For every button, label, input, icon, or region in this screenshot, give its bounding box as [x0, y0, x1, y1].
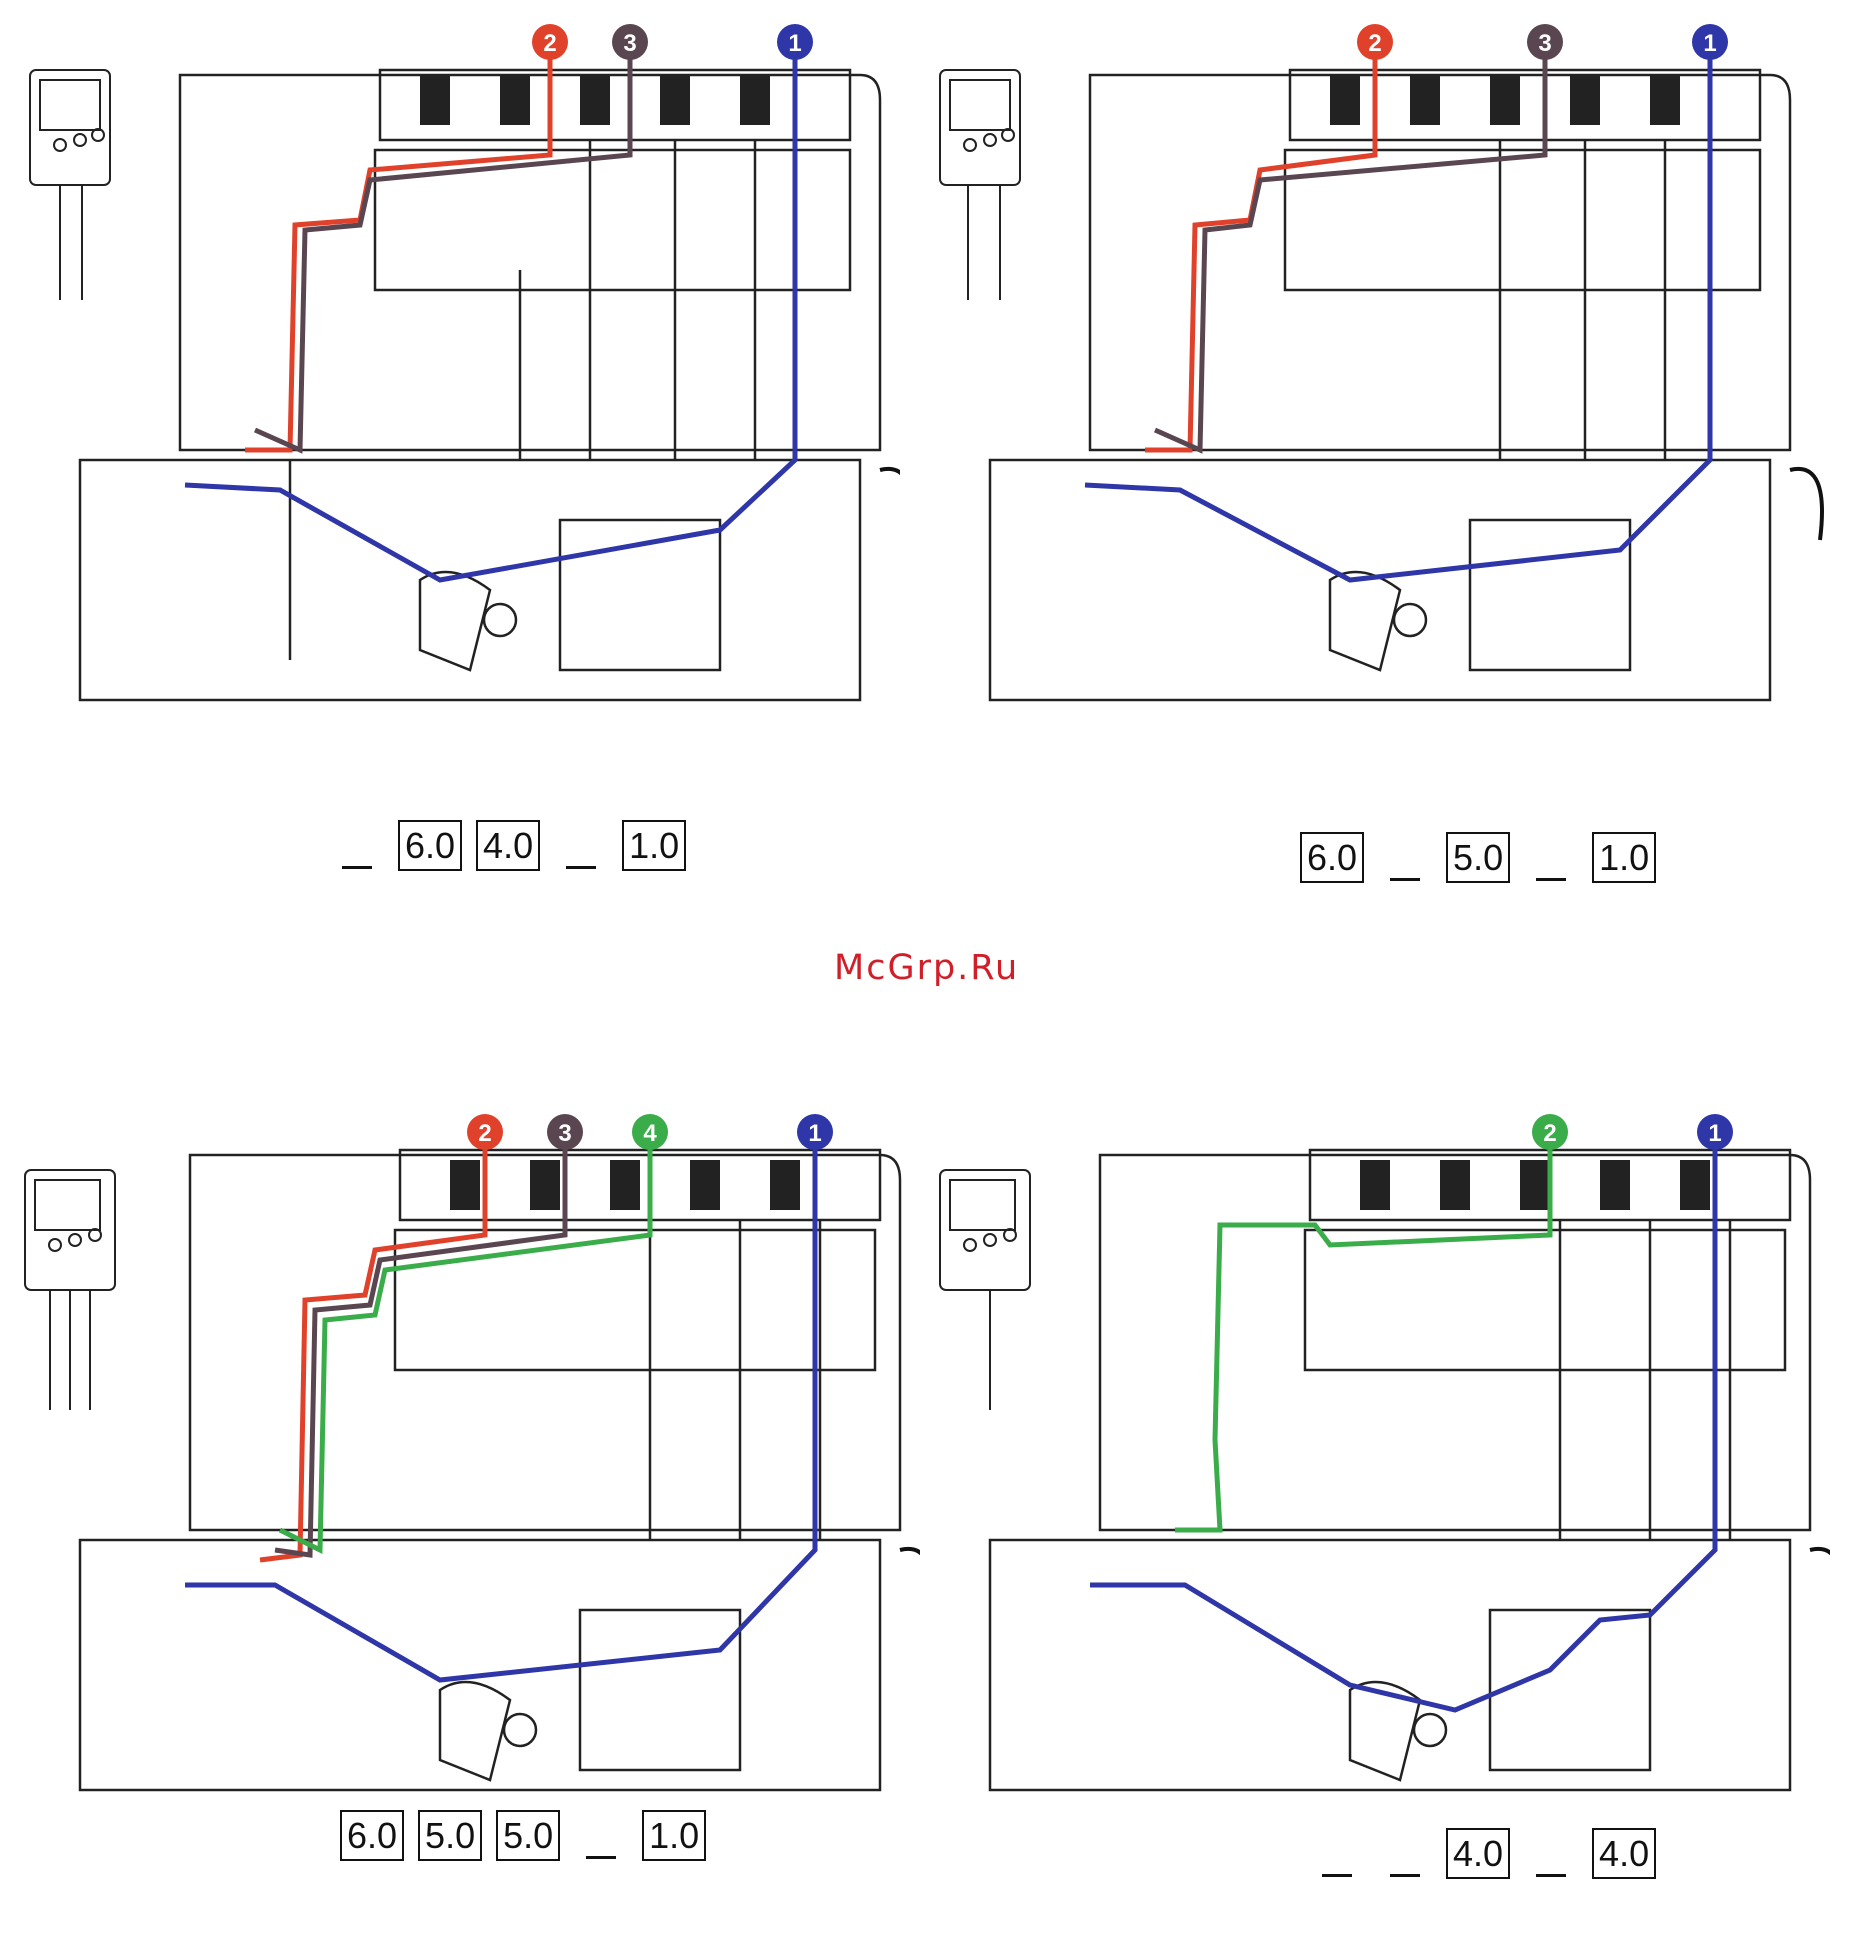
- spool-blocks: [1360, 1160, 1710, 1210]
- tension-value: 5.0: [496, 1810, 560, 1861]
- tension-value: 6.0: [340, 1810, 404, 1861]
- tension-value: 4.0: [1446, 1828, 1510, 1879]
- diagram-panel-4: 2 1 4.0 4.0: [930, 1110, 1850, 1870]
- handwheel-arrow: [880, 469, 900, 540]
- tension-value: [1322, 1873, 1352, 1877]
- tension-settings-4: 4.0 4.0: [1310, 1828, 1656, 1879]
- svg-text:4: 4: [643, 1120, 657, 1147]
- svg-text:3: 3: [623, 30, 636, 57]
- handwheel-arrow: [1810, 1549, 1830, 1620]
- tension-value: [1536, 877, 1566, 881]
- tension-value: 4.0: [476, 820, 540, 871]
- spool-blocks: [450, 1160, 800, 1210]
- svg-text:2: 2: [478, 1120, 491, 1147]
- tension-value: 6.0: [1300, 832, 1364, 883]
- tension-value: [1536, 1873, 1566, 1877]
- thread-blue: [185, 50, 795, 580]
- tension-settings-1: 6.0 4.0 1.0: [330, 820, 686, 871]
- tension-value: 5.0: [1446, 832, 1510, 883]
- thread-blue: [1090, 1140, 1715, 1710]
- tension-value: 1.0: [1592, 832, 1656, 883]
- tension-value: [586, 1855, 616, 1859]
- tension-value: [1390, 1873, 1420, 1877]
- spool-marker-blue: 1: [1697, 1114, 1733, 1150]
- spool-marker-red: 2: [532, 24, 568, 60]
- tension-value: 1.0: [622, 820, 686, 871]
- spool-marker-blue: 1: [797, 1114, 833, 1150]
- tension-value: 5.0: [418, 1810, 482, 1861]
- spool-marker-green: 2: [1532, 1114, 1568, 1150]
- spool-marker-blue: 1: [777, 24, 813, 60]
- tension-value: [1390, 877, 1420, 881]
- needle-plate-inset: [940, 1170, 1030, 1410]
- machine-diagram-4: 2 1: [930, 1110, 1830, 1810]
- machine-body: [990, 1150, 1810, 1790]
- spool-marker-blue: 1: [1692, 24, 1728, 60]
- tension-value: 1.0: [642, 1810, 706, 1861]
- diagram-panel-3: 2 3 4 1 6.0 5.0 5.0 1.0: [20, 1110, 940, 1870]
- tension-value: 4.0: [1592, 1828, 1656, 1879]
- diagram-panel-1: 2 3 1 6.0 4.0 1.0: [20, 20, 940, 780]
- thread-blue: [1085, 50, 1710, 580]
- spool-marker-red: 2: [1357, 24, 1393, 60]
- needle-plate-inset: [940, 70, 1020, 300]
- svg-text:2: 2: [1543, 1120, 1556, 1147]
- handwheel-arrow: [1790, 469, 1822, 540]
- machine-diagram-3: 2 3 4 1: [20, 1110, 920, 1810]
- spool-marker-dark: 3: [1527, 24, 1563, 60]
- svg-text:2: 2: [1368, 30, 1381, 57]
- tension-value: 6.0: [398, 820, 462, 871]
- spool-marker-green: 4: [632, 1114, 668, 1150]
- tension-value: [342, 865, 372, 869]
- machine-diagram-1: 2 3 1: [20, 20, 900, 720]
- handwheel-arrow: [900, 1549, 920, 1620]
- spool-marker-dark: 3: [612, 24, 648, 60]
- tension-settings-2: 6.0 5.0 1.0: [1300, 832, 1656, 883]
- thread-dark: [275, 1140, 565, 1555]
- svg-text:3: 3: [558, 1120, 571, 1147]
- needle-plate-inset: [30, 70, 110, 300]
- watermark: McGrp.Ru: [834, 948, 1019, 988]
- svg-text:3: 3: [1538, 30, 1551, 57]
- tension-settings-3: 6.0 5.0 5.0 1.0: [340, 1810, 706, 1861]
- spool-blocks: [420, 75, 770, 125]
- spool-blocks: [1330, 75, 1680, 125]
- svg-text:1: 1: [808, 1120, 821, 1147]
- machine-body: [990, 70, 1790, 700]
- machine-body: [80, 70, 880, 700]
- tension-value: [566, 865, 596, 869]
- svg-text:1: 1: [788, 30, 801, 57]
- needle-plate-inset: [25, 1170, 115, 1410]
- svg-text:1: 1: [1708, 1120, 1721, 1147]
- diagram-panel-2: 2 3 1 6.0 5.0 1.0: [930, 20, 1850, 780]
- spool-marker-dark: 3: [547, 1114, 583, 1150]
- svg-text:1: 1: [1703, 30, 1716, 57]
- machine-diagram-2: 2 3 1: [930, 20, 1830, 720]
- svg-text:2: 2: [543, 30, 556, 57]
- spool-marker-red: 2: [467, 1114, 503, 1150]
